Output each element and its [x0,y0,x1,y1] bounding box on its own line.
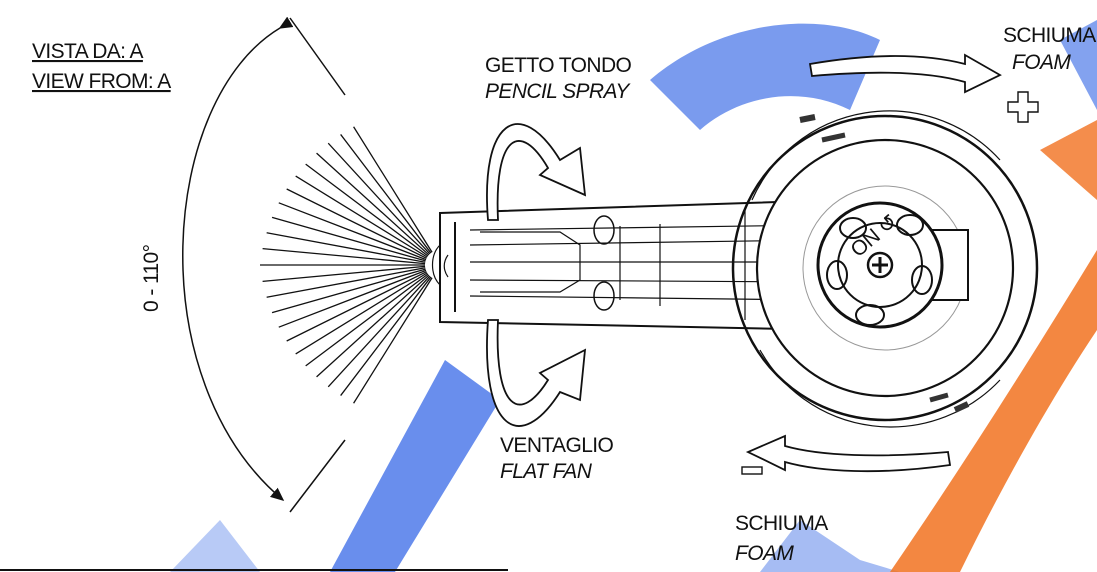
foam-minus-arrow [745,434,952,473]
spray-ray [266,232,426,263]
spray-ray [271,268,426,314]
spray-ray [262,247,426,265]
spray-angle-arc [182,16,346,513]
flat-fan-it: VENTAGLIO [500,434,614,457]
pencil-spray-it: GETTO TONDO [485,54,632,77]
spray-ray [295,175,428,258]
spray-ray [327,275,431,388]
spray-ray [316,274,430,378]
spray-ray [316,152,430,256]
foam-plus-arrow [808,53,1002,94]
watermark [170,20,1097,572]
angle-label: 0 - 110° [140,244,163,312]
view-label-line1: VISTA DA: A [32,40,143,63]
spray-ray [286,271,427,342]
foam-minus-en: FOAM [735,542,794,565]
spray-fan-rays [260,126,433,404]
spray-ray [278,202,427,261]
spray-ray [340,276,432,396]
spray-ray [266,267,426,298]
view-label-line2: VIEW FROM: A [32,70,171,93]
pencil-spray-arrow [486,123,587,221]
spray-ray [278,269,427,328]
spray-ray [271,216,426,262]
spray-ray [262,265,426,283]
spray-ray [353,126,433,253]
rotary-dial [731,110,1039,428]
spray-ray [286,188,427,259]
pencil-spray-en: PENCIL SPRAY [485,80,631,103]
foam-minus-it: SCHIUMA [735,512,828,535]
flat-fan-arrow [486,319,587,427]
spray-ray [305,163,429,257]
spray-ray [353,277,433,404]
foam-plus-it: SCHIUMA [1003,24,1096,47]
minus-icon [741,466,763,475]
plus-icon [1007,91,1039,123]
spray-ray [305,273,429,367]
spray-ray [327,142,431,255]
spray-ray [340,134,432,254]
flat-fan-en: FLAT FAN [500,460,593,483]
spray-ray [295,272,428,355]
foam-plus-en: FOAM [1012,51,1071,74]
